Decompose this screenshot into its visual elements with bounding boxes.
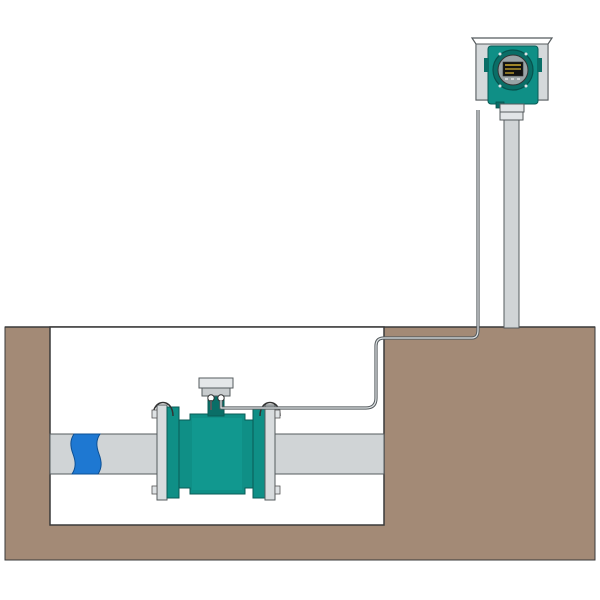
transmitter-button-2 [511,78,514,80]
bolt-stud-right-top [274,409,281,419]
transmitter-lug-left [484,58,489,72]
junction-box-base [201,387,231,397]
cover-screw-4 [524,84,528,88]
flange-right-face [252,406,266,499]
junction-box [198,377,234,389]
transmitter-button-3 [517,78,520,80]
flange-left-face [166,406,180,499]
bolt-stud-right-bottom [274,485,281,495]
remote-transmitter-icon [470,37,554,113]
flange-left [156,404,168,501]
transmitter-lug-right [537,58,542,72]
pipe-right [271,433,385,475]
bolt-stud-left-bottom [151,485,158,495]
main-pipe [49,433,385,475]
bolt-stud-left-top [151,409,158,419]
transmitter-mount-clamp [499,103,525,113]
mounting-pole [499,111,524,329]
transmitter-button-1 [505,78,508,80]
electromagnetic-flowmeter-icon [151,377,281,501]
signal-cable-highlight [220,110,479,409]
cover-screw-1 [498,52,502,56]
pole [503,117,520,329]
cover-screw-2 [524,52,528,56]
cover-screw-3 [498,84,502,88]
water-flow-icon [70,433,102,475]
meter-body-highlight [192,418,242,490]
pipe-left [49,433,161,475]
flange-right [264,404,276,501]
pole-cap [499,111,524,121]
